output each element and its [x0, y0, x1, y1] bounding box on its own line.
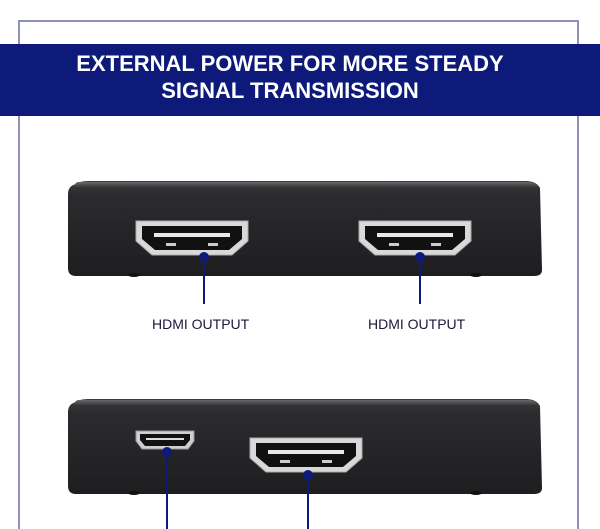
port-label-hdmi-output-1: HDMI OUTPUT: [152, 316, 250, 332]
callout-dot: [415, 252, 425, 262]
hdmi-port-icon: [249, 437, 363, 473]
headline-banner: [0, 44, 600, 116]
callout-line: [419, 258, 421, 304]
headline-line-1: EXTERNAL POWER FOR MORE STEADY: [76, 51, 504, 76]
hdmi-port-icon: [358, 220, 472, 256]
hdmi-port-icon: [135, 220, 249, 256]
port-label-hdmi-output-2: HDMI OUTPUT: [368, 316, 466, 332]
callout-line: [166, 452, 168, 529]
callout-dot: [303, 470, 313, 480]
page-frame: [18, 20, 579, 529]
headline: EXTERNAL POWER FOR MORE STEADY SIGNAL TR…: [0, 50, 580, 104]
headline-line-2: SIGNAL TRANSMISSION: [161, 78, 419, 103]
callout-line: [203, 258, 205, 304]
micro-usb-port-icon: [135, 430, 195, 450]
callout-line: [307, 476, 309, 529]
callout-dot: [199, 252, 209, 262]
